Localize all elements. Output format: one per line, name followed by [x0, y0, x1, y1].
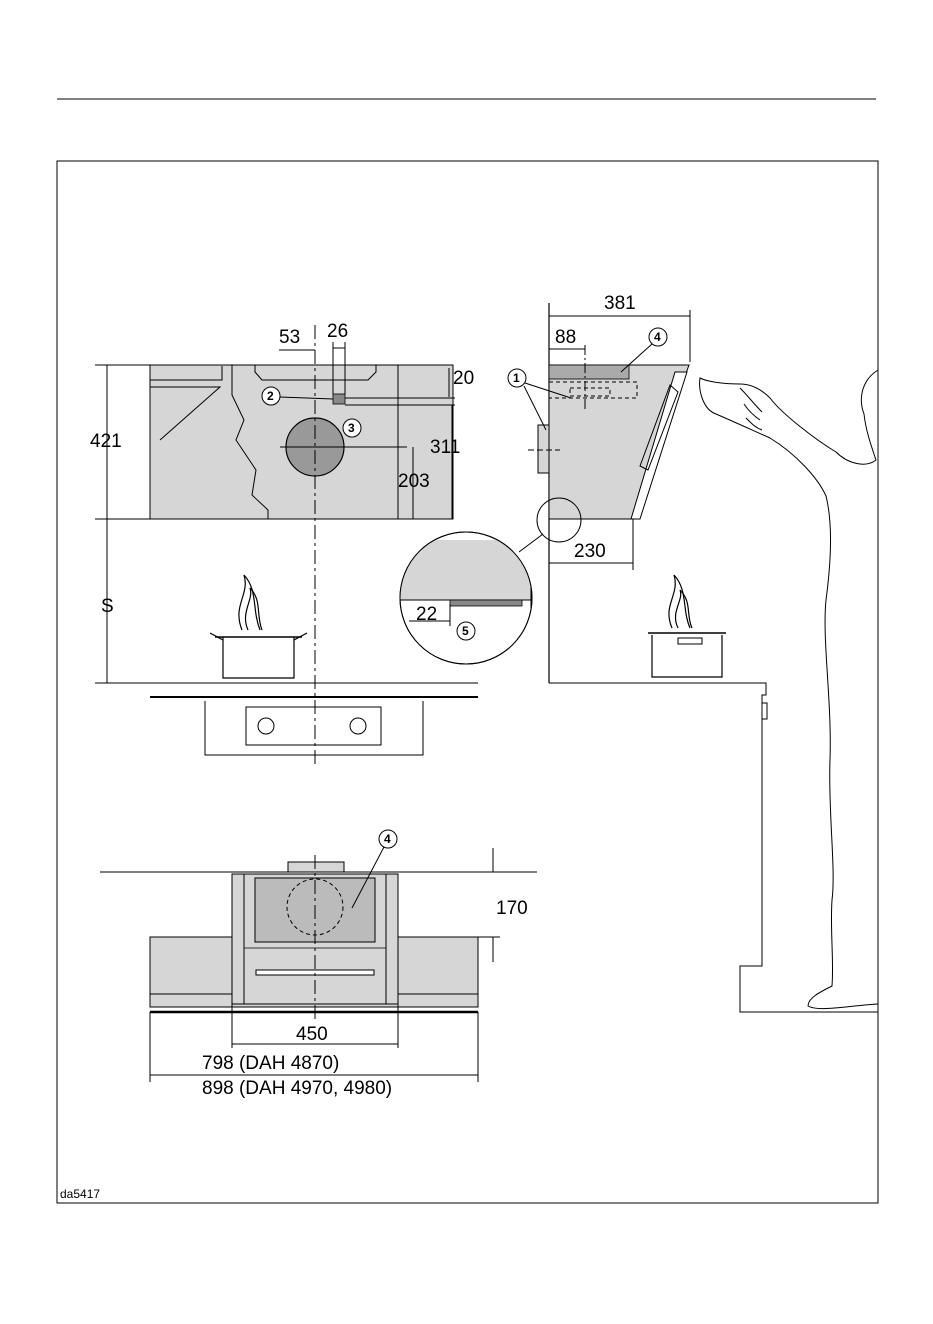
hood-top-view	[150, 325, 455, 765]
dim-798: 798 (DAH 4870)	[202, 1053, 339, 1074]
diagram-frame	[57, 161, 878, 1203]
dim-230: 230	[574, 541, 606, 562]
dim-22: 22	[416, 604, 437, 625]
drawing-code: da5417	[60, 1187, 100, 1201]
dim-20: 20	[453, 368, 474, 389]
hood-front-view	[100, 848, 537, 1082]
dim-88: 88	[555, 327, 576, 348]
hood-side-view	[519, 303, 878, 1012]
dim-450: 450	[296, 1024, 328, 1045]
callout-5: 5	[462, 624, 469, 638]
dim-s: S	[101, 596, 114, 617]
dim-898: 898 (DAH 4970, 4980)	[202, 1078, 392, 1099]
dim-53: 53	[279, 327, 300, 348]
dim-170: 170	[496, 898, 528, 919]
person-silhouette	[700, 370, 878, 1009]
detail-magnifier	[400, 532, 532, 664]
dim-26: 26	[327, 321, 348, 342]
dim-311: 311	[430, 437, 460, 458]
callout-4-side: 4	[654, 330, 661, 344]
callout-4-front: 4	[384, 832, 391, 846]
callout-1: 1	[513, 371, 520, 385]
dim-421: 421	[90, 431, 122, 452]
dim-203: 203	[398, 471, 430, 492]
dim-381: 381	[604, 293, 636, 314]
callout-3: 3	[348, 421, 355, 435]
callout-2: 2	[267, 389, 274, 403]
